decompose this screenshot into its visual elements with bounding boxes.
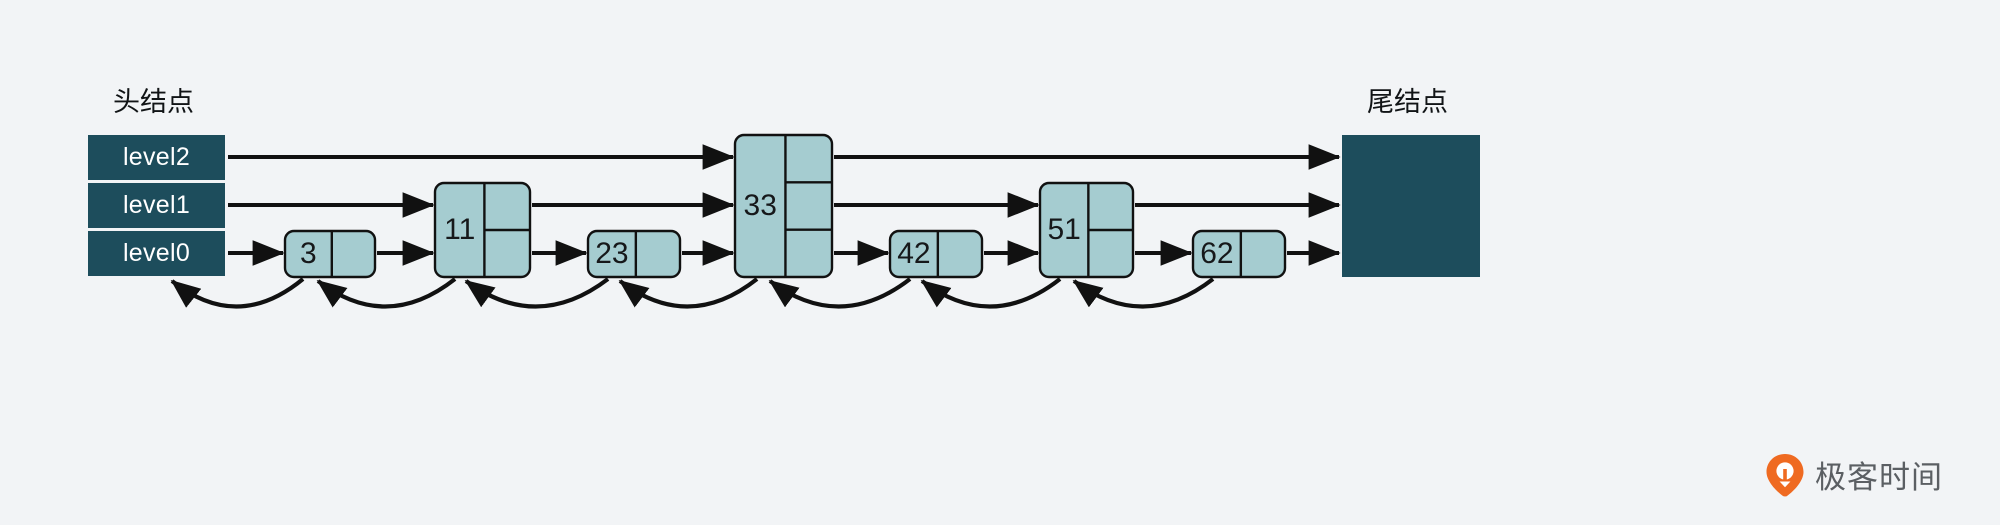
node-23 xyxy=(586,229,682,279)
node-62 xyxy=(1191,229,1287,279)
node-11 xyxy=(433,181,532,279)
tail-node-caption: 尾结点 xyxy=(1367,87,1448,117)
backward-arrow xyxy=(768,277,912,309)
forward-arrows-layer xyxy=(228,144,1341,266)
geektime-logo-icon xyxy=(1765,453,1805,497)
tail-node xyxy=(1342,135,1480,277)
head-level-2: level0 xyxy=(88,231,225,276)
backward-arrow xyxy=(618,277,759,309)
backward-arrow xyxy=(170,277,305,309)
head-node-caption: 头结点 xyxy=(113,87,194,117)
node-42 xyxy=(888,229,984,279)
node-33 xyxy=(733,133,834,279)
backward-arrow xyxy=(316,277,457,309)
backward-arrow xyxy=(1072,277,1215,309)
head-level-label: level2 xyxy=(122,143,191,171)
watermark-text: 极客时间 xyxy=(1815,460,1943,495)
backward-arrow xyxy=(920,277,1062,309)
node-51 xyxy=(1038,181,1135,279)
backward-arrows-layer xyxy=(170,277,1215,309)
node-3 xyxy=(283,229,377,279)
head-level-0: level2 xyxy=(88,135,225,180)
head-level-label: level0 xyxy=(122,239,191,267)
head-level-label: level1 xyxy=(122,191,191,219)
head-level-1: level1 xyxy=(88,183,225,228)
watermark: 极客时间 xyxy=(1765,452,1943,497)
node-shapes-layer xyxy=(283,133,1287,279)
backward-arrow xyxy=(464,277,610,309)
